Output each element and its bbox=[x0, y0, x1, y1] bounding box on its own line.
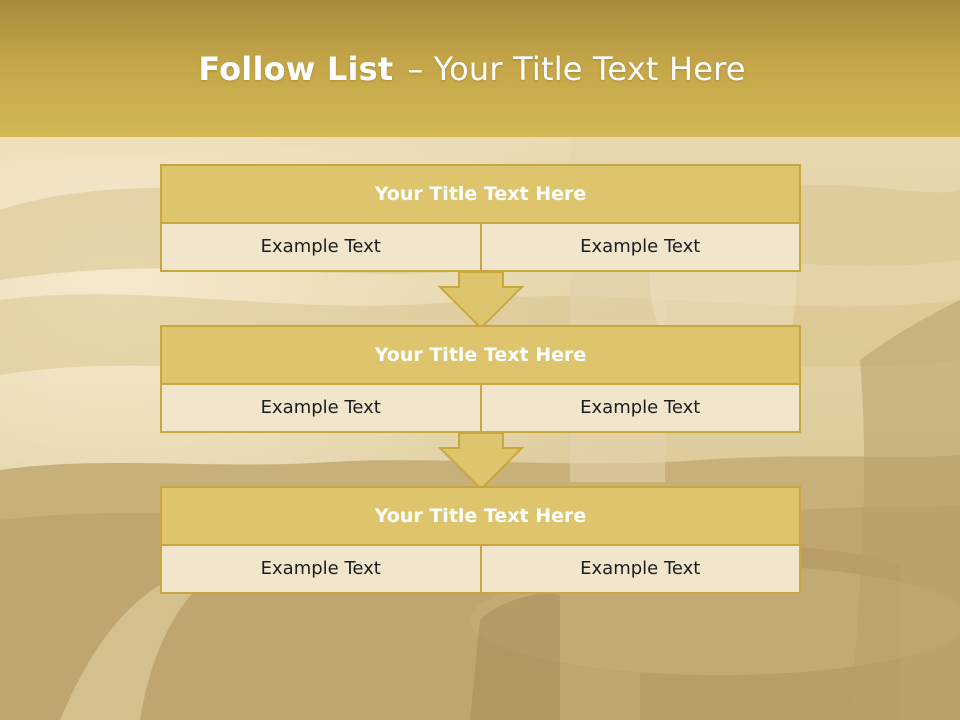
page-title-dash: – bbox=[407, 50, 424, 88]
step-box-2: Your Title Text Here Example Text Exampl… bbox=[160, 325, 801, 433]
header-bar bbox=[0, 0, 960, 137]
step-row: Example Text Example Text bbox=[162, 385, 799, 431]
page-title: Follow List–Your Title Text Here bbox=[0, 50, 944, 88]
page-title-rest: Your Title Text Here bbox=[433, 50, 746, 88]
step-box-3: Your Title Text Here Example Text Exampl… bbox=[160, 486, 801, 594]
down-arrow-icon bbox=[438, 271, 524, 329]
step-left-text: Example Text bbox=[162, 385, 480, 431]
step-box-1: Your Title Text Here Example Text Exampl… bbox=[160, 164, 801, 272]
step-right-text: Example Text bbox=[481, 385, 799, 431]
step-title: Your Title Text Here bbox=[162, 166, 799, 222]
step-row: Example Text Example Text bbox=[162, 224, 799, 270]
step-title: Your Title Text Here bbox=[162, 327, 799, 383]
step-title: Your Title Text Here bbox=[162, 488, 799, 544]
step-right-text: Example Text bbox=[481, 546, 799, 592]
page-title-bold: Follow List bbox=[198, 50, 394, 88]
header-divider bbox=[0, 137, 960, 165]
step-right-text: Example Text bbox=[481, 224, 799, 270]
down-arrow-icon bbox=[438, 432, 524, 490]
step-left-text: Example Text bbox=[162, 224, 480, 270]
step-left-text: Example Text bbox=[162, 546, 480, 592]
step-row: Example Text Example Text bbox=[162, 546, 799, 592]
